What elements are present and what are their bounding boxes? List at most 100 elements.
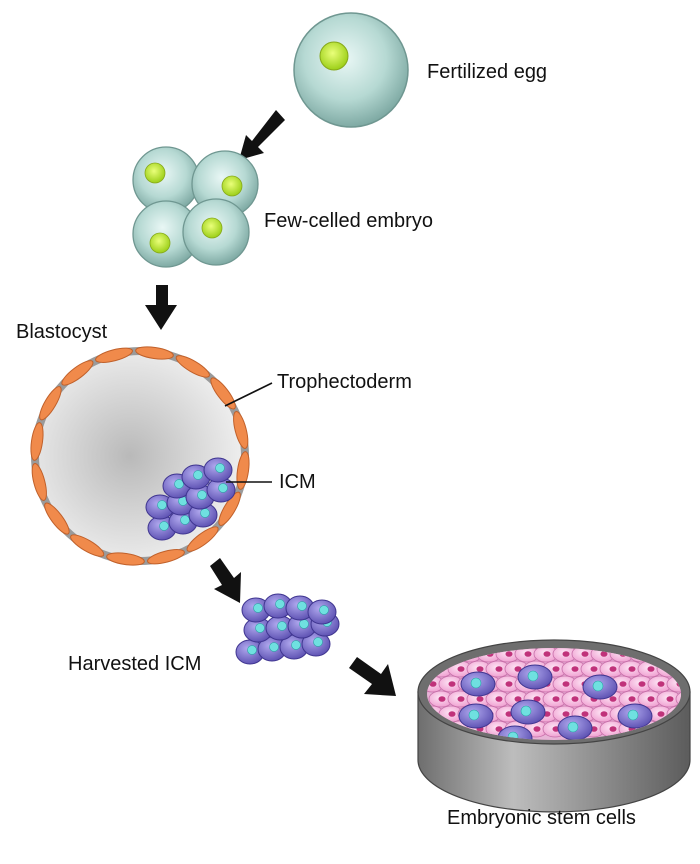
stem-cell-nucleus bbox=[524, 651, 532, 657]
stem-cell-nucleus bbox=[628, 696, 636, 702]
stem-cell-nucleus bbox=[448, 711, 456, 717]
trophectoderm-cell bbox=[30, 422, 44, 461]
label-fertilized-egg: Fertilized egg bbox=[427, 61, 548, 83]
arrow-blastocyst-to-harvested bbox=[210, 558, 241, 603]
trophectoderm-cell bbox=[61, 360, 94, 386]
icm-cell-nucleus bbox=[275, 599, 285, 609]
stem-cell-nucleus bbox=[609, 726, 617, 732]
trophectoderm-cell bbox=[31, 463, 47, 501]
stem-cell-colony-nucleus bbox=[567, 721, 579, 733]
trophectoderm-cell bbox=[175, 355, 210, 378]
icm-cluster bbox=[145, 457, 236, 541]
trophectoderm-cells bbox=[30, 346, 250, 566]
stem-cell-nucleus bbox=[438, 696, 446, 702]
stem-cell-nucleus bbox=[562, 711, 570, 717]
icm-cell-nucleus bbox=[319, 605, 329, 615]
stem-cell-nucleus bbox=[562, 681, 570, 687]
stem-cell-nucleus bbox=[505, 681, 513, 687]
stem-cell-colony-nucleus bbox=[520, 705, 532, 717]
stem-cell-nucleus bbox=[457, 696, 465, 702]
stem-cell-nucleus bbox=[429, 651, 437, 657]
trophectoderm-cell bbox=[236, 451, 250, 490]
stem-cell-nucleus bbox=[571, 666, 579, 672]
label-blastocyst: Blastocyst bbox=[16, 321, 108, 343]
stem-cell-nucleus bbox=[495, 696, 503, 702]
stem-cell-nucleus bbox=[647, 666, 655, 672]
stem-cell-nucleus bbox=[609, 696, 617, 702]
label-embryonic-stem-cells: Embryonic stem cells bbox=[447, 807, 636, 829]
stem-cells bbox=[427, 648, 693, 740]
icm-cell-nucleus bbox=[197, 490, 207, 500]
stem-cell-colony-nucleus bbox=[468, 709, 480, 721]
stem-cell-nucleus bbox=[657, 681, 665, 687]
icm-cell-nucleus bbox=[313, 637, 323, 647]
stem-cell-nucleus bbox=[666, 696, 674, 702]
trophectoderm-cell bbox=[44, 502, 70, 535]
stem-cell-nucleus bbox=[657, 651, 665, 657]
icm-cell-nucleus bbox=[299, 619, 309, 629]
stem-cell-nucleus bbox=[562, 651, 570, 657]
stem-cell-nucleus bbox=[429, 681, 437, 687]
icm-cell-nucleus bbox=[247, 645, 257, 655]
stem-cell-nucleus bbox=[533, 696, 541, 702]
trophectoderm-cell bbox=[39, 386, 62, 421]
label-harvested-icm: Harvested ICM bbox=[68, 653, 202, 675]
stem-cell-nucleus bbox=[581, 711, 589, 717]
icm-cell-nucleus bbox=[253, 603, 263, 613]
trophectoderm-cell bbox=[70, 534, 105, 557]
stem-cell-nucleus bbox=[543, 651, 551, 657]
icm-cell-nucleus bbox=[218, 483, 228, 493]
stem-cell-nucleus bbox=[590, 666, 598, 672]
stem-cell-nucleus bbox=[600, 651, 608, 657]
stem-cell-nucleus bbox=[552, 666, 560, 672]
stem-cell-nucleus bbox=[448, 681, 456, 687]
stem-cell-nucleus bbox=[657, 711, 665, 717]
stem-cell-nucleus bbox=[600, 711, 608, 717]
stem-cell bbox=[427, 648, 445, 663]
arrow-harvested-to-dish bbox=[349, 657, 396, 696]
icm-cell-nucleus bbox=[255, 623, 265, 633]
stem-cell-nucleus bbox=[638, 681, 646, 687]
trophectoderm-cell bbox=[95, 347, 133, 363]
trophectoderm-cell bbox=[210, 377, 236, 410]
stem-cell-nucleus bbox=[533, 726, 541, 732]
stem-cell-nucleus bbox=[609, 666, 617, 672]
egg-nucleus bbox=[319, 41, 349, 71]
icm-cell-nucleus bbox=[193, 470, 203, 480]
stem-cell-nucleus bbox=[619, 681, 627, 687]
icm-cell-nucleus bbox=[215, 463, 225, 473]
stem-cell-nucleus bbox=[495, 726, 503, 732]
icm-cell-nucleus bbox=[297, 601, 307, 611]
stem-cell-colony-nucleus bbox=[527, 670, 539, 682]
arrow-embryo-to-blastocyst bbox=[145, 285, 177, 330]
trophectoderm-cell bbox=[218, 491, 241, 526]
stem-cell-nucleus bbox=[552, 696, 560, 702]
icm-cell-nucleus bbox=[180, 515, 190, 525]
trophectoderm-cell bbox=[147, 549, 185, 565]
stem-cell-nucleus bbox=[628, 666, 636, 672]
stem-cell-nucleus bbox=[476, 666, 484, 672]
stem-cell-nucleus bbox=[514, 666, 522, 672]
stem-cell-nucleus bbox=[514, 696, 522, 702]
label-trophectoderm: Trophectoderm bbox=[277, 371, 412, 393]
stem-cell-colony-nucleus bbox=[470, 677, 482, 689]
stem-cell-nucleus bbox=[505, 651, 513, 657]
stem-cell-nucleus bbox=[476, 696, 484, 702]
stem-cell-nucleus bbox=[581, 651, 589, 657]
stem-cell bbox=[666, 648, 681, 663]
few-celled-embryo bbox=[132, 146, 259, 268]
arrow-egg-to-embryo bbox=[239, 110, 285, 160]
stem-cell-nucleus bbox=[495, 666, 503, 672]
stem-cell-nucleus bbox=[686, 666, 693, 672]
label-icm: ICM bbox=[279, 471, 316, 493]
stem-cell-nucleus bbox=[571, 696, 579, 702]
harvested-icm-cluster bbox=[235, 593, 340, 665]
trophectoderm-cell bbox=[106, 552, 145, 566]
fertilized-egg bbox=[293, 12, 409, 128]
label-few-celled-embryo: Few-celled embryo bbox=[264, 210, 433, 232]
icm-cell-nucleus bbox=[291, 640, 301, 650]
trophectoderm-cell bbox=[186, 526, 219, 552]
blastocyst bbox=[30, 346, 250, 566]
icm-cell-nucleus bbox=[174, 479, 184, 489]
